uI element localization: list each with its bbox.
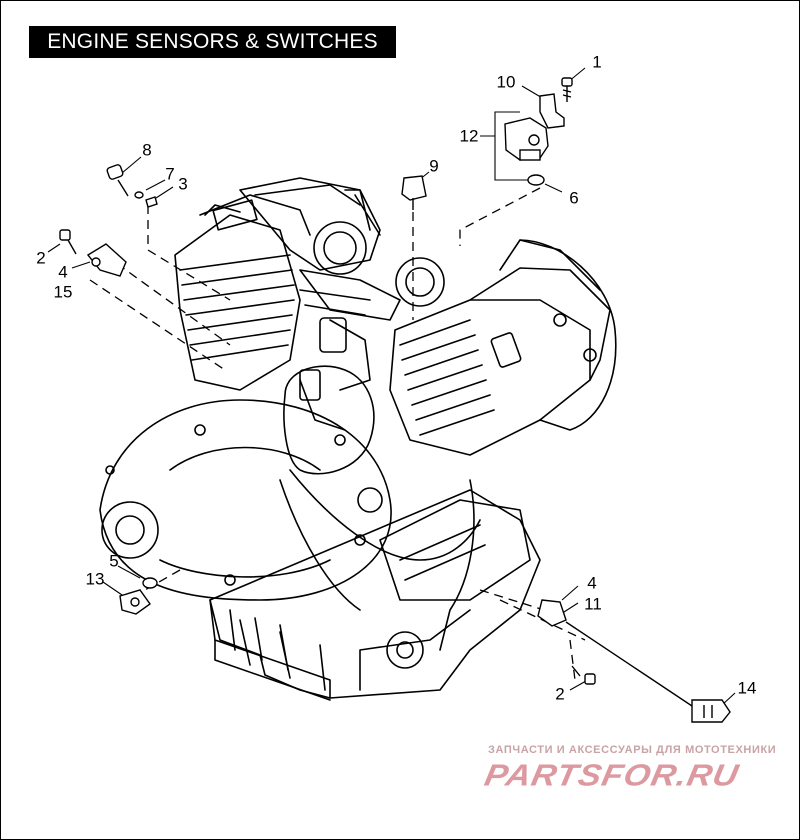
bolt-2-right xyxy=(571,665,596,685)
callout-14: 14 xyxy=(737,678,757,698)
watermark-tagline: ЗАПЧАСТИ И АКСЕССУАРЫ ДЛЯ МОТОТЕХНИКИ xyxy=(488,744,777,756)
diagram-title: ENGINE SENSORS & SWITCHES xyxy=(29,26,396,58)
callout-2-left: 2 xyxy=(36,248,46,268)
engine-crankcase xyxy=(209,489,541,701)
throttle-body xyxy=(299,189,445,353)
sensor-4-15 xyxy=(86,243,127,277)
front-cylinder xyxy=(389,239,611,456)
rear-cylinder xyxy=(174,194,311,391)
starter-motor xyxy=(379,479,531,669)
cam-sensor-12 xyxy=(504,117,549,161)
callout-4-left: 4 xyxy=(58,262,68,282)
callout-5: 5 xyxy=(109,551,119,571)
callout-6: 6 xyxy=(569,188,579,208)
callout-4-right: 4 xyxy=(587,573,597,593)
rear-cam-cover xyxy=(239,177,381,271)
stator-cover xyxy=(99,399,392,601)
front-cam-cover xyxy=(519,239,617,431)
bolt-2-left xyxy=(59,229,77,255)
callout-15: 15 xyxy=(53,282,73,302)
clip-3 xyxy=(145,196,158,208)
callout-8: 8 xyxy=(142,140,152,160)
watermark-logo: PARTSFOR.RU xyxy=(481,758,742,793)
o-ring-6 xyxy=(527,174,545,186)
switch-13 xyxy=(119,589,151,615)
callout-13: 13 xyxy=(85,569,105,589)
callout-10: 10 xyxy=(496,72,516,92)
o-ring-5 xyxy=(142,577,158,589)
connector-14 xyxy=(691,699,731,723)
water-pump xyxy=(283,319,383,513)
screw-1 xyxy=(561,77,573,102)
callout-11: 11 xyxy=(584,594,602,614)
sensor-9 xyxy=(401,175,427,210)
bracket-10 xyxy=(539,93,565,129)
callout-2-right: 2 xyxy=(555,684,565,704)
callout-9: 9 xyxy=(429,156,439,176)
washer-7 xyxy=(134,191,144,199)
oil-pan xyxy=(209,599,331,699)
callout-1: 1 xyxy=(592,52,602,72)
sensor-4-11 xyxy=(537,599,567,627)
callout-12: 12 xyxy=(459,126,479,146)
bolt-8 xyxy=(106,164,129,197)
callout-3: 3 xyxy=(178,174,188,194)
callout-7: 7 xyxy=(165,164,175,184)
